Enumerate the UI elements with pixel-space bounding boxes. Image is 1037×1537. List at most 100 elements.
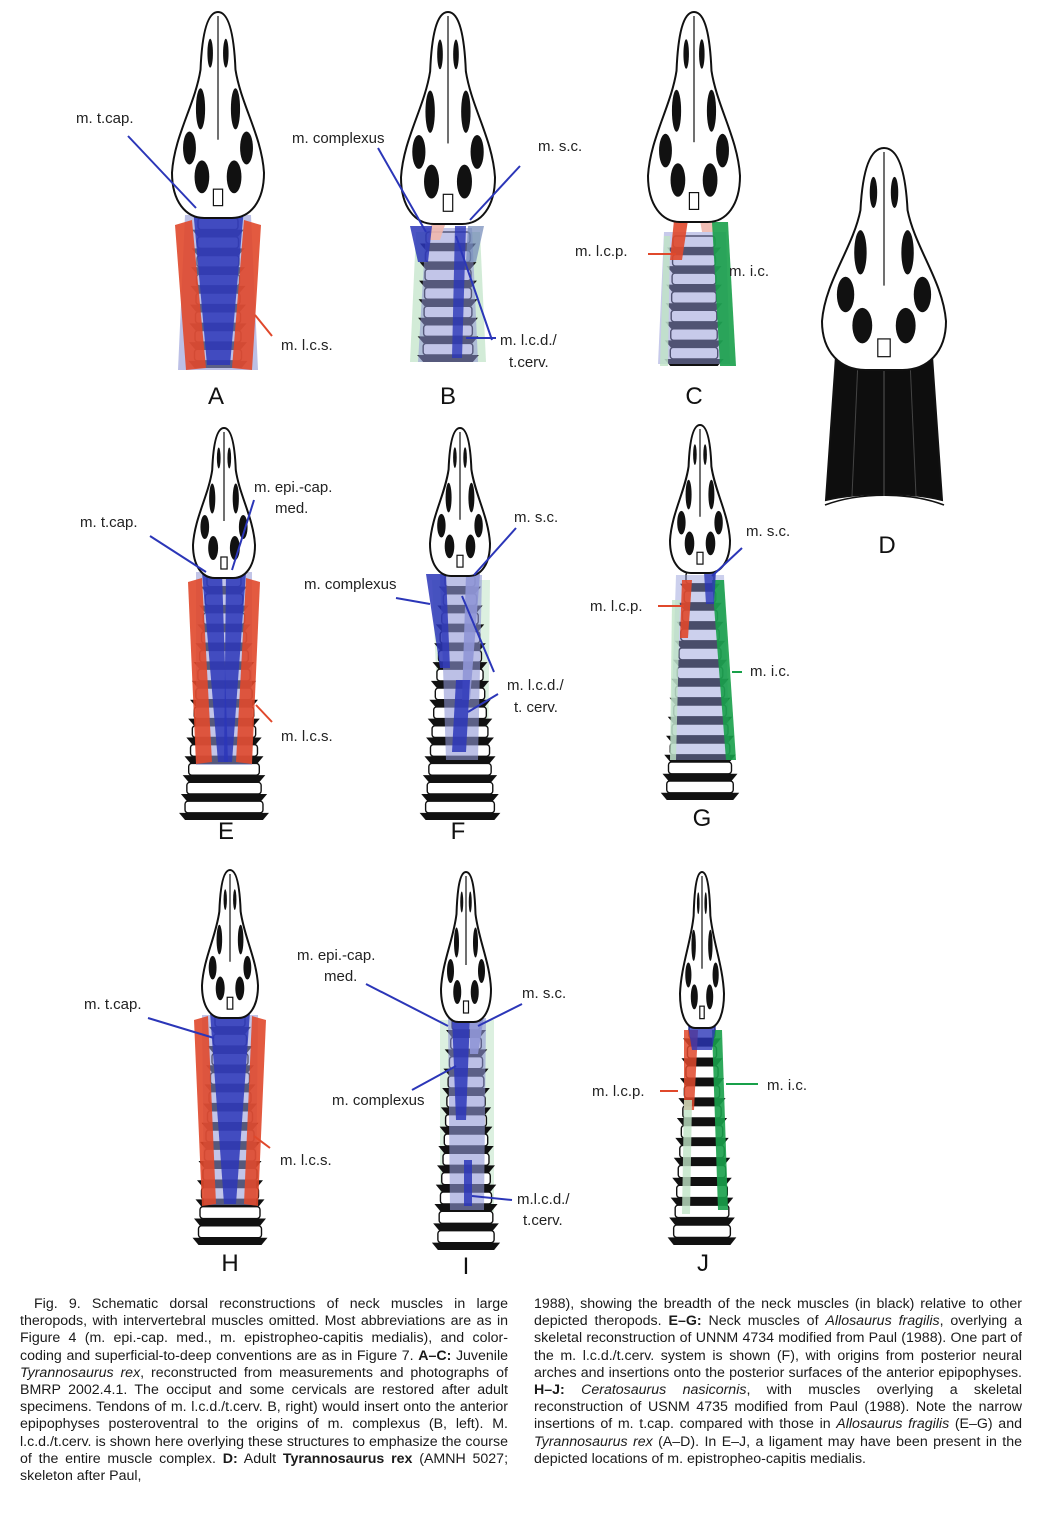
caption-fragment: Tyrannosaurus rex [282,1450,413,1467]
vertebral-arch [192,1237,268,1245]
muscle-label: m. l.c.p. [590,598,643,615]
temporal-left [424,164,440,199]
antorbital-right [706,89,717,132]
caption-fragment: (A–D). In E–J, a ligament may have been … [534,1433,1022,1467]
panel-b [399,10,497,362]
naris-right [703,444,707,465]
muscle-label: m. t.cap. [84,996,142,1013]
panel-f [419,426,501,820]
muscle-ic [712,580,736,760]
temporal-left [453,980,462,1004]
leader-line [255,704,273,723]
muscle-tcap [210,1012,250,1204]
muscle-lcd [464,1160,472,1206]
leader-line [377,147,427,233]
muscle-label: m. l.c.d./ [500,332,558,349]
muscle-lcp [680,580,692,638]
caption-fragment: D: [222,1450,238,1467]
naris-left [869,176,878,208]
orbit-left [437,513,446,538]
temporal-right [465,534,476,559]
naris-left [683,39,689,69]
temporal-right [456,164,472,199]
temporal-left [684,531,695,556]
panel-letter: D [878,532,895,559]
temporal-left [208,536,219,560]
orbit-left [677,510,686,535]
panel-letter: E [218,818,234,845]
occipital-condyle [220,556,228,570]
naris-left [696,892,700,915]
muscle-label: m. t.cap. [76,110,134,127]
caption-fragment: 1988), showing the breadth of the neck m… [534,1296,1022,1330]
panel-h [192,868,268,1245]
muscle-lcs-right [232,220,261,370]
muscle-sc [466,226,484,262]
antorbital-left [454,927,459,958]
muscle-ic-light [670,600,680,760]
leader-line [231,499,255,571]
antorbital-right [468,482,475,513]
neck-groove [909,359,917,497]
leader-line [411,1065,457,1091]
muscle-label: m. l.c.s. [281,728,333,745]
muscle-label: m. i.c. [750,663,790,680]
vertebral-arch [180,793,268,802]
orbit-right [243,955,252,980]
naris-left [216,447,221,469]
leader-line [467,693,499,713]
occipital-condyle [456,554,464,568]
muscle-sc [704,572,716,604]
antorbital-right [901,230,914,275]
leader-line [127,135,197,209]
muscle-label: m.l.c.d./ [517,1191,570,1208]
leader-line [365,983,449,1027]
leader-line [461,595,495,673]
occipital-condyle [212,188,224,207]
naris-right [699,39,705,69]
vertebra [197,1225,263,1239]
muscle-ic-light [682,1100,692,1214]
muscle-deep-light [658,232,730,364]
orbit-left [183,131,196,165]
antorbital-right [461,90,471,133]
muscle-complexus [452,1016,470,1120]
vertebral-arch [671,678,729,686]
naris-right [463,447,467,468]
vertebra [187,762,261,776]
panel-d [820,146,948,506]
muscle-label: m. complexus [292,130,385,147]
temporal-left [690,984,698,1010]
muscle-label: m. i.c. [729,263,769,280]
muscle-label: t.cerv. [523,1212,563,1229]
vertebral-arch [431,1242,501,1250]
muscle-label: t. cerv. [514,699,558,716]
vertebral-arch [664,754,736,762]
muscle-lcs-left [188,578,212,764]
panel-letter: H [221,1250,238,1277]
orbit-right [474,513,483,538]
temporal-left [852,307,873,344]
vertebral-arch [673,659,727,667]
panel-letter: F [451,818,466,845]
temporal-right [235,976,245,1001]
vertebral-arch [194,1218,266,1226]
muscle-sc-pink [428,222,446,240]
orbit-right [714,510,723,535]
antorbital-left [425,90,435,133]
caption-fragment: E–G: [668,1313,702,1330]
panel-letter: J [697,1250,709,1277]
naris-right [223,38,229,68]
caption-fragment: Ceratosaurus nasicornis [581,1382,747,1399]
muscle-lcs-left [194,1016,216,1206]
naris-left [207,38,213,68]
caption-fragment: A–C: [418,1347,452,1364]
antorbital-left [195,88,206,130]
muscle-tcap [688,1026,716,1050]
caption-fragment: Allosaurus fragilis [825,1313,940,1330]
vertebra [186,781,262,795]
temporal-right [705,531,716,556]
panel-letter: C [685,383,702,410]
occipital-condyle [226,996,234,1010]
muscle-lcp [670,220,688,260]
